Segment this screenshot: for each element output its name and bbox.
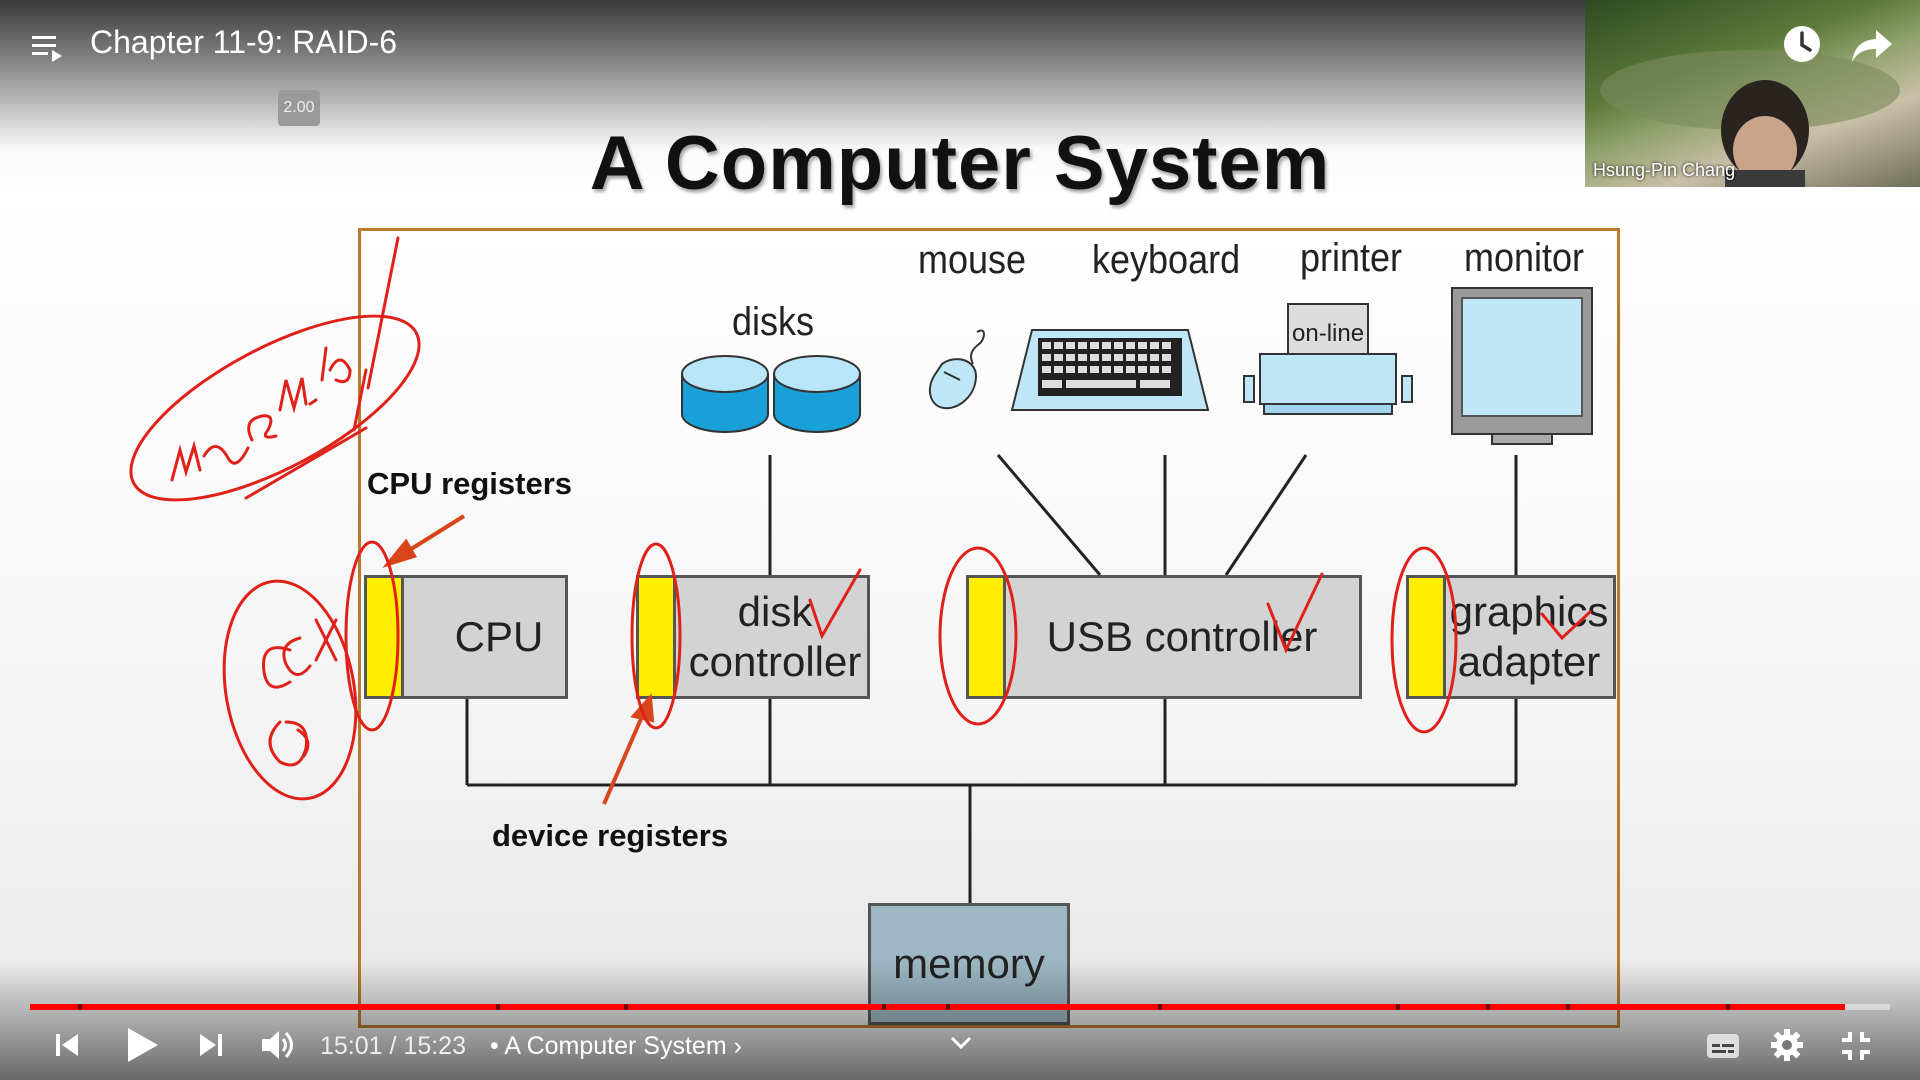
video-title[interactable]: Chapter 11-9: RAID-6: [90, 24, 398, 60]
disks-label: disks: [732, 300, 815, 344]
chapter-button[interactable]: • A Computer System ›: [490, 1032, 742, 1061]
graphics-adapter-register: [1406, 575, 1446, 699]
volume-icon[interactable]: [260, 1028, 296, 1062]
clock-icon[interactable]: [1782, 24, 1822, 64]
disk-controller-label-line2: controller: [688, 638, 862, 685]
cpu-registers-label: CPU registers: [367, 466, 573, 501]
graphics-adapter-label-line1: graphics: [1449, 587, 1609, 635]
usb-controller-box: USB controller: [1002, 575, 1362, 699]
chevron-down-icon[interactable]: [950, 1036, 972, 1050]
graphics-adapter-label-line2: adapter: [1457, 638, 1601, 685]
presenter-name: Hsung-Pin Chang: [1593, 160, 1736, 180]
keyboard-icon: [1010, 329, 1210, 411]
next-icon[interactable]: [196, 1030, 226, 1060]
disk-controller-box: disk controller: [670, 575, 870, 699]
monitor-label: monitor: [1464, 236, 1585, 280]
playback-speed-badge: 2.00: [278, 90, 320, 126]
webcam-overlay: Hsung-Pin Chang: [1585, 0, 1920, 187]
cpu-label: CPU: [454, 612, 544, 660]
exit-fullscreen-icon[interactable]: [1840, 1030, 1872, 1062]
mouse-icon: [928, 329, 985, 410]
current-time: 15:01: [320, 1032, 383, 1060]
device-registers-label: device registers: [492, 818, 729, 853]
play-icon[interactable]: [124, 1026, 160, 1064]
monitor-icon: [1451, 287, 1593, 445]
disks-icon: [681, 355, 861, 433]
graphics-adapter-box: graphics adapter: [1442, 575, 1616, 699]
presenter-figure: [1600, 50, 1900, 187]
keyboard-label: keyboard: [1092, 238, 1241, 282]
playlist-icon[interactable]: [30, 30, 66, 66]
chapter-title: A Computer System: [504, 1032, 727, 1060]
previous-icon[interactable]: [52, 1030, 82, 1060]
time-separator: /: [389, 1032, 397, 1060]
progress-played: [30, 1004, 1846, 1010]
subtitles-icon[interactable]: [1706, 1032, 1740, 1060]
cpu-box: CPU: [400, 575, 568, 699]
chapter-bullet: •: [490, 1032, 499, 1060]
disk-controller-register: [636, 575, 676, 699]
share-icon[interactable]: [1850, 26, 1894, 66]
printer-icon: [1243, 303, 1413, 415]
cpu-register: [364, 575, 404, 699]
printer-status-label: on-line: [1292, 320, 1365, 347]
usb-controller-label: USB controller: [1046, 612, 1318, 660]
total-time: 15:23: [403, 1032, 466, 1060]
gear-icon[interactable]: [1770, 1028, 1804, 1062]
bottom-overlay: [0, 960, 1920, 1080]
usb-controller-register: [966, 575, 1006, 699]
disk-controller-label-line1: disk: [737, 587, 813, 635]
mouse-label: mouse: [918, 238, 1027, 282]
chapter-markers: [78, 1004, 1730, 1010]
chapter-chevron: ›: [733, 1032, 742, 1060]
time-display: 15:01 / 15:23: [320, 1032, 466, 1061]
printer-label: printer: [1300, 236, 1403, 280]
progress-bar[interactable]: [30, 1004, 1890, 1010]
